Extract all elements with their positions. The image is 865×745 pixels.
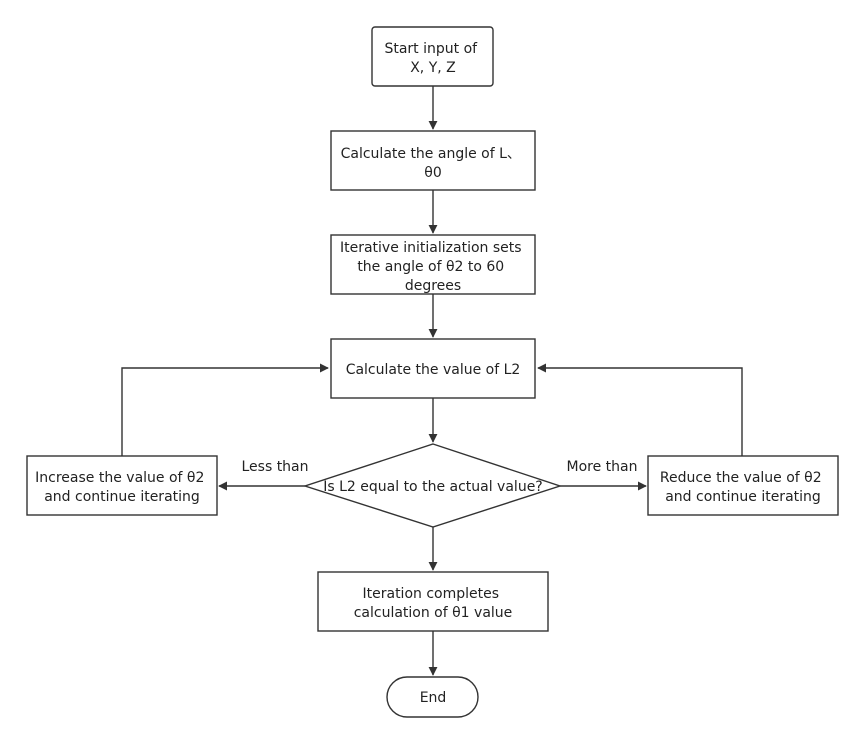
node-end-text: End xyxy=(420,690,447,706)
node-increase: Increase the value of θ2 and continue it… xyxy=(26,455,218,516)
node-calc-angle: Calculate the angle of L、 θ0 xyxy=(330,130,536,191)
edge-label-less-than: Less than xyxy=(241,459,308,475)
edges xyxy=(121,86,743,676)
node-reduce-text: Reduce the value of θ2 and continue iter… xyxy=(660,470,826,505)
node-decision-diamond xyxy=(302,443,563,528)
node-increase-box xyxy=(26,455,218,516)
node-complete-box xyxy=(317,571,549,632)
node-end-terminal xyxy=(386,676,479,718)
node-calc-angle-box xyxy=(330,130,536,191)
node-start: Start input of X, Y, Z xyxy=(371,26,494,87)
edge-label-more-than: More than xyxy=(567,459,638,475)
node-init: Iterative initialization sets the angle … xyxy=(330,234,536,295)
node-increase-text: Increase the value of θ2 and continue it… xyxy=(35,470,209,505)
node-complete: Iteration completes calculation of θ1 va… xyxy=(317,571,549,632)
node-calc-l2: Calculate the value of L2 xyxy=(330,338,536,399)
node-decision-text: Is L2 equal to the actual value? xyxy=(323,479,542,495)
node-decision: Is L2 equal to the actual value? xyxy=(302,443,563,528)
node-reduce-box xyxy=(647,455,839,516)
node-calc-angle-text: Calculate the angle of L、 θ0 xyxy=(341,146,526,181)
node-complete-text: Iteration completes calculation of θ1 va… xyxy=(354,586,513,621)
node-init-box xyxy=(330,234,536,295)
node-start-box xyxy=(371,26,494,87)
node-start-text: Start input of X, Y, Z xyxy=(384,41,481,76)
edge-reduce-to-calc-l2 xyxy=(537,363,743,456)
node-end: End xyxy=(386,676,479,718)
node-calc-l2-box xyxy=(330,338,536,399)
node-calc-l2-text: Calculate the value of L2 xyxy=(346,362,521,378)
node-init-text: Iterative initialization sets the angle … xyxy=(340,240,526,294)
edge-increase-to-calc-l2 xyxy=(121,363,329,456)
node-reduce: Reduce the value of θ2 and continue iter… xyxy=(647,455,839,516)
